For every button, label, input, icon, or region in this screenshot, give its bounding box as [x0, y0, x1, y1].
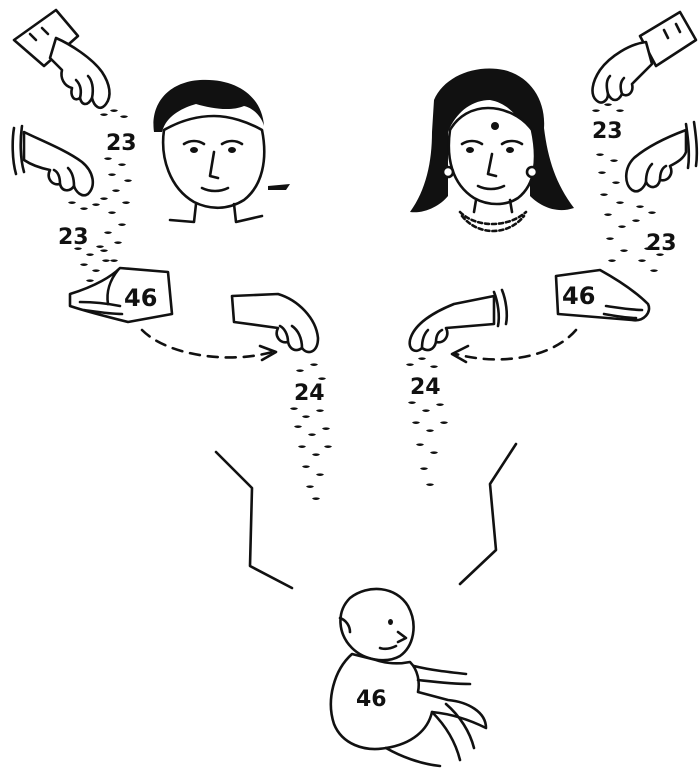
mother-gamete-chromosome-count: 24	[410, 375, 441, 400]
father-group: 23 23 46	[13, 10, 332, 588]
father-transfer-arrow	[142, 330, 272, 357]
father-top-hand-icon	[14, 10, 109, 108]
father-top-chromosome-count: 23	[106, 131, 137, 156]
child-figure	[331, 589, 486, 766]
mother-transfer-arrowhead	[452, 346, 468, 362]
mother-side-hand-icon	[626, 122, 697, 191]
mother-portrait	[410, 68, 574, 231]
father-side-hand-icon	[13, 126, 93, 195]
mother-gamete-hand-icon	[410, 290, 507, 351]
father-total-chromosome-count: 46	[124, 284, 157, 312]
father-side-chromosome-count: 23	[58, 225, 89, 250]
mother-side-chromosome-count: 23	[646, 231, 677, 256]
father-portrait	[153, 80, 290, 222]
child-chromosome-count: 46	[356, 687, 387, 712]
father-funnel-line	[216, 452, 292, 588]
mother-top-chromosome-count: 23	[592, 119, 623, 144]
mother-total-chromosome-count: 46	[562, 282, 595, 310]
father-gamete-hand-icon	[232, 294, 318, 352]
mother-group: 23 23 46	[406, 12, 697, 584]
mother-funnel-line	[460, 444, 516, 584]
mother-transfer-arrow	[456, 330, 576, 359]
mother-top-hand-icon	[593, 12, 696, 102]
father-gamete-chromosome-count: 24	[294, 381, 325, 406]
